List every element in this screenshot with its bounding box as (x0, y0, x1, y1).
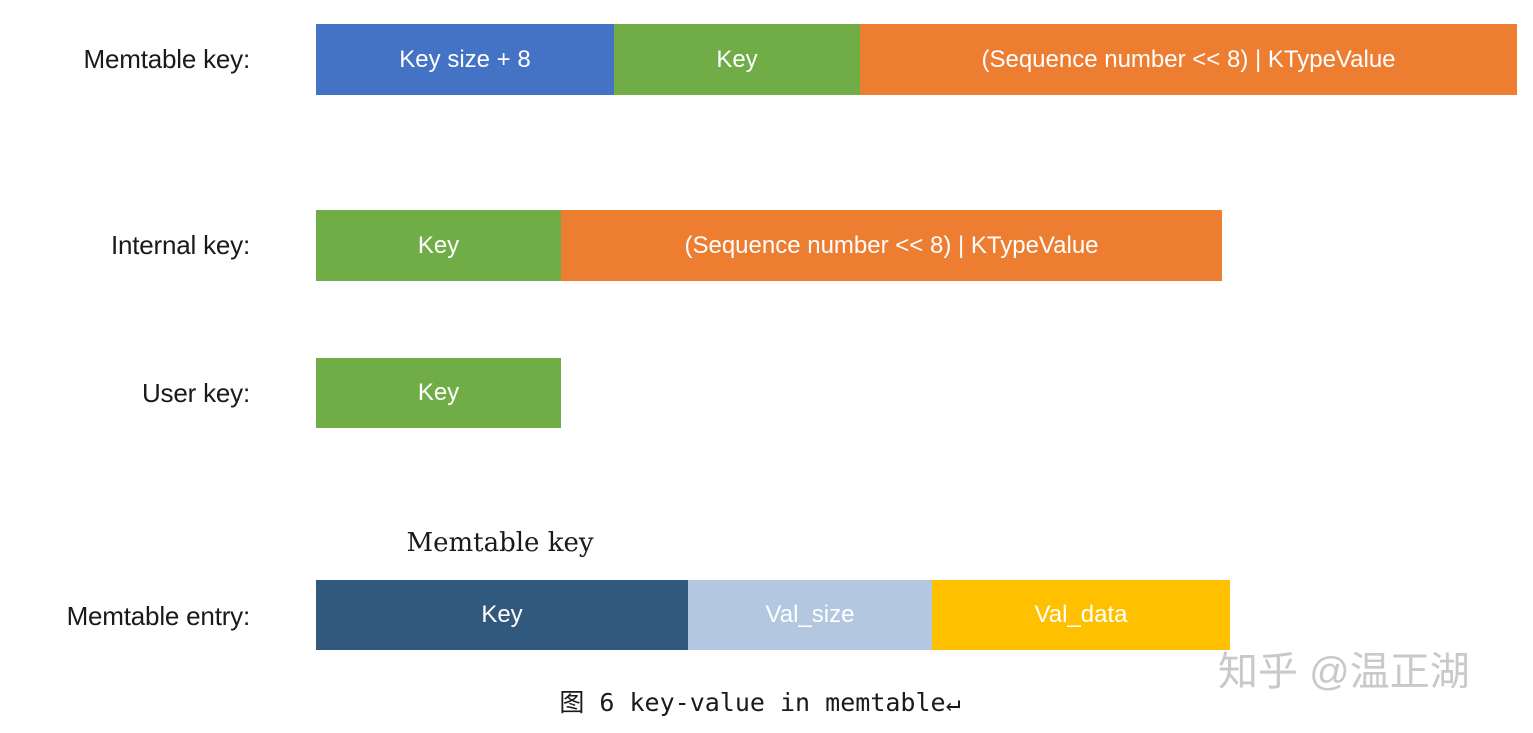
segment-key: Key (316, 580, 688, 650)
segment-sequence-number-ktypevalue: (Sequence number << 8) | KTypeValue (561, 210, 1222, 281)
bar-memtable-key: Key size + 8 Key (Sequence number << 8) … (316, 24, 1517, 95)
bar-internal-key: Key (Sequence number << 8) | KTypeValue (316, 210, 1222, 281)
segment-sequence-number-ktypevalue: (Sequence number << 8) | KTypeValue (860, 24, 1517, 95)
segment-key: Key (316, 358, 561, 428)
row-label-memtable-entry: Memtable entry: (66, 601, 251, 631)
segment-key: Key (316, 210, 561, 281)
segment-key: Key (614, 24, 860, 95)
bar-user-key: Key (316, 358, 561, 428)
row-label-user-key: User key: (141, 378, 250, 408)
annotation-memtable-key: Memtable key (406, 528, 594, 558)
watermark: 知乎 @温正湖 (1218, 650, 1470, 694)
segment-val-data: Val_data (932, 580, 1230, 650)
bar-memtable-entry: Key Val_size Val_data (316, 580, 1230, 650)
figure-caption: 图 6 key-value in memtable↵ (559, 688, 961, 717)
row-label-memtable-key: Memtable key: (83, 44, 251, 74)
segment-key-size-plus-8: Key size + 8 (316, 24, 614, 95)
segment-val-size: Val_size (688, 580, 932, 650)
row-label-internal-key: Internal key: (110, 230, 250, 260)
